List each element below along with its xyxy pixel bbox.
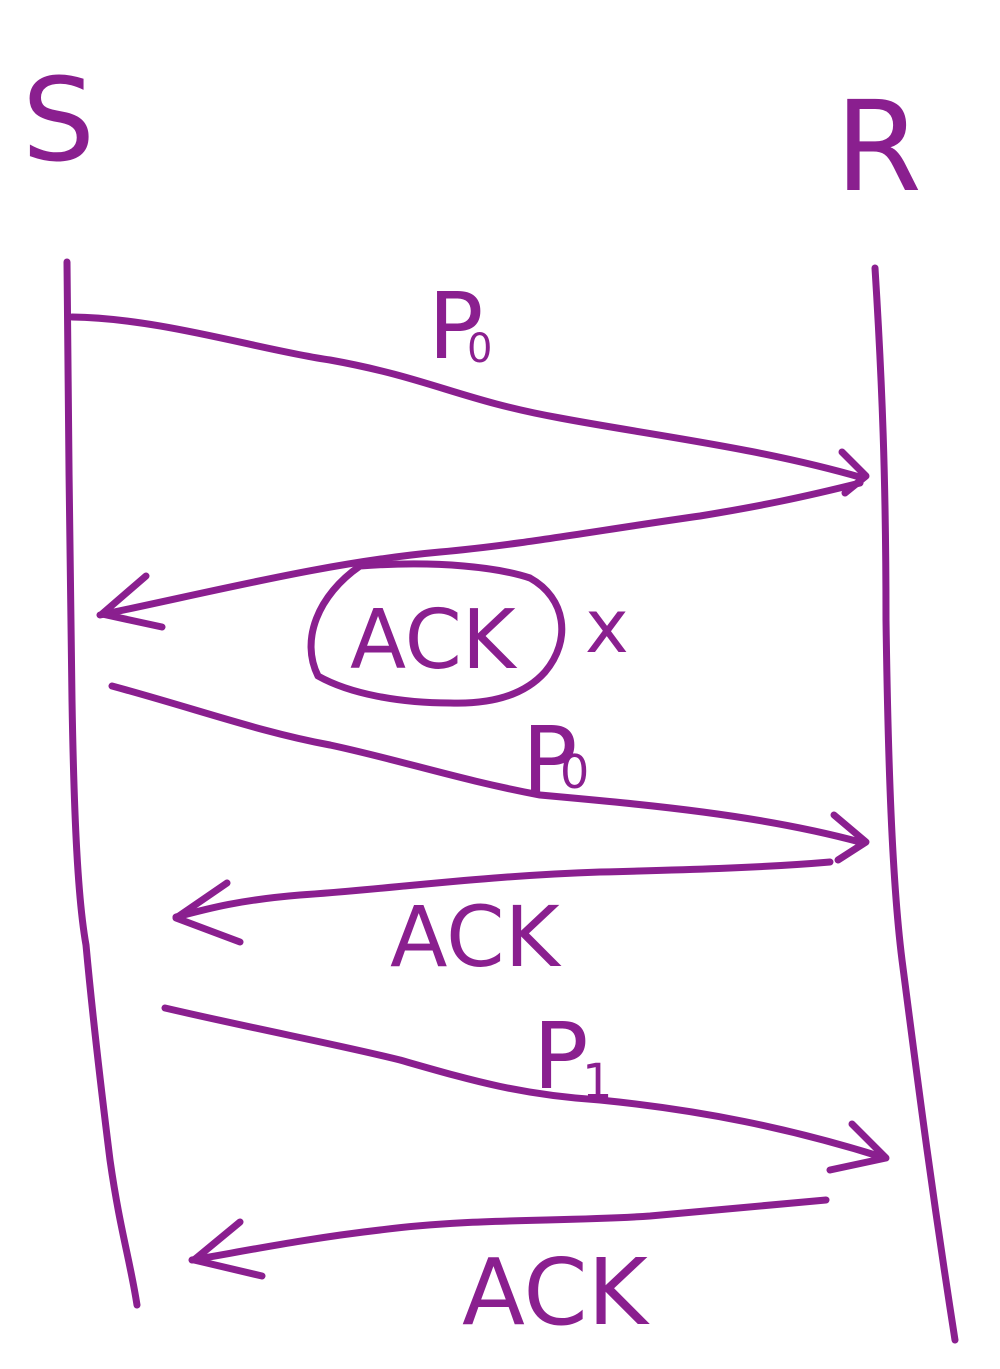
message-arrow-ack-lost — [96, 479, 864, 619]
message-label-text: P — [522, 707, 577, 814]
message-label-text: P — [533, 1003, 588, 1110]
arrowhead — [826, 1120, 890, 1174]
arrowhead — [172, 879, 244, 946]
message-label-p0-retransmit: P 0 — [522, 707, 589, 814]
receiver-lifeline — [871, 264, 959, 1344]
message-arrow-p0-first — [68, 313, 867, 482]
message-label-p1: P 1 — [533, 1003, 613, 1110]
message-arrow-ack-final — [188, 1196, 830, 1264]
message-label-subscript: 0 — [560, 745, 589, 799]
receiver-label: R — [835, 75, 922, 220]
lost-ack-circle — [307, 560, 566, 707]
message-label-text: P — [428, 273, 483, 380]
message-label-ack-second: ACK — [390, 888, 562, 986]
sender-label: S — [22, 54, 95, 188]
lost-mark-x: x — [585, 584, 629, 670]
message-label-ack-final: ACK — [462, 1239, 651, 1346]
message-arrow-p0-retransmit — [108, 682, 864, 846]
message-arrow-ack-second — [172, 858, 834, 921]
sender-lifeline — [63, 258, 141, 1309]
message-label-ack-lost: ACK — [350, 593, 518, 688]
arrowhead — [190, 1218, 266, 1280]
message-arrow-p1 — [161, 1004, 889, 1162]
message-label-p0-first: P 0 — [428, 273, 492, 380]
message-label-subscript: 0 — [467, 326, 492, 372]
message-label-subscript: 1 — [582, 1054, 613, 1110]
arrowhead — [98, 572, 166, 631]
arrowhead — [830, 811, 870, 864]
